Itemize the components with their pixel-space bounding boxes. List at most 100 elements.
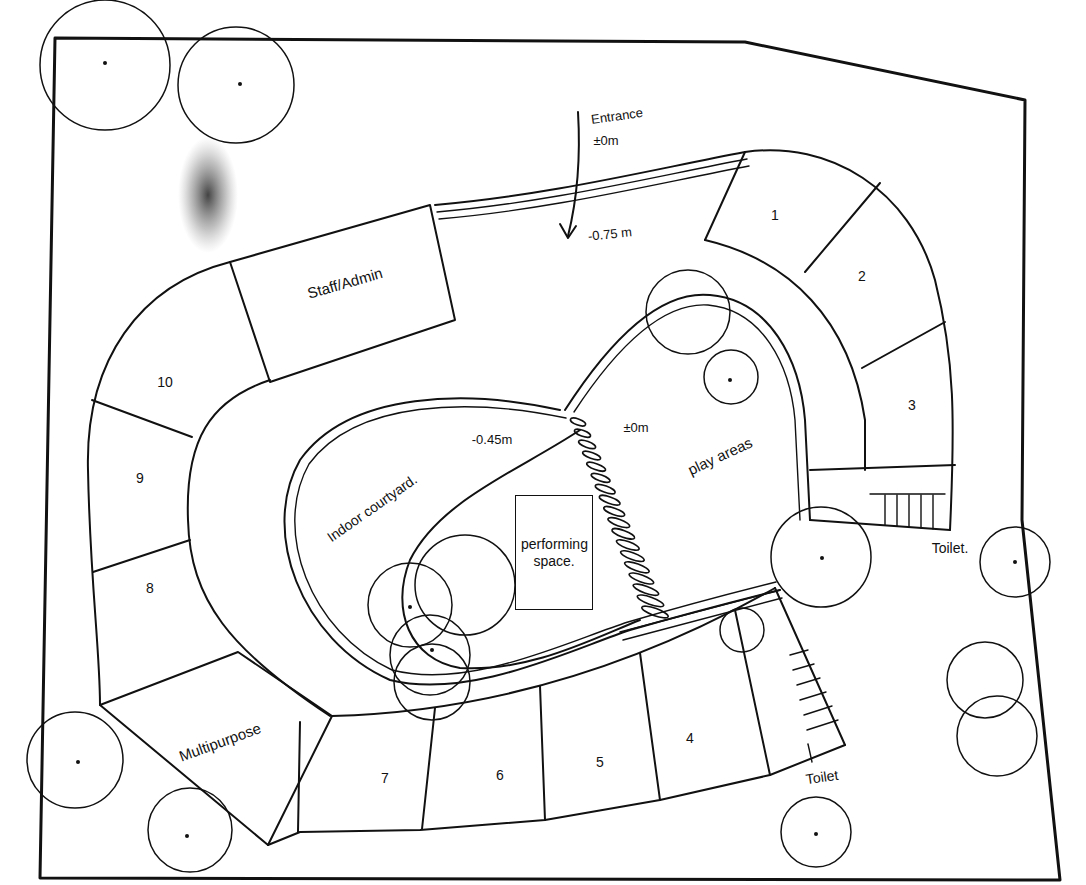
- toilet-pointer: [808, 744, 812, 762]
- room-divider: [862, 322, 945, 368]
- step: [611, 527, 636, 541]
- room-label: Staff/Admin: [305, 264, 384, 302]
- toilet: Toilet.: [905, 534, 995, 562]
- room-label: Toilet: [805, 767, 840, 787]
- room: 4: [650, 700, 730, 770]
- corridor-line: [620, 590, 780, 632]
- tree: [980, 527, 1050, 597]
- step: [569, 416, 586, 427]
- room: 6: [450, 735, 540, 805]
- play-area-wall: [574, 305, 800, 520]
- tree-centre: [408, 605, 412, 609]
- room-divider: [422, 708, 435, 829]
- entrance-arrow: [568, 112, 579, 236]
- room-label: 7: [381, 770, 389, 786]
- room: 3: [880, 370, 940, 440]
- room-label: 3: [908, 397, 916, 413]
- toilet-wall: [810, 520, 950, 530]
- fixture-line: [793, 664, 814, 670]
- room: 2: [820, 240, 900, 310]
- tree: [771, 507, 871, 607]
- room: 9: [105, 450, 175, 510]
- tree: [394, 644, 470, 720]
- ink-smudge: [178, 137, 238, 253]
- entrance-label: Entrance: [590, 105, 644, 127]
- tree: [720, 608, 764, 652]
- courtyard-inner-wall: [402, 430, 640, 668]
- step: [598, 493, 621, 507]
- entrance-wall: [437, 159, 747, 212]
- fixture-line: [790, 650, 808, 655]
- toilet-fixtures: [870, 494, 945, 529]
- room-label: 4: [686, 730, 694, 746]
- fixture-line: [797, 678, 820, 685]
- fixture-line: [870, 493, 945, 494]
- step: [603, 505, 626, 519]
- room-label: 8: [146, 580, 154, 596]
- level-label: -0.75 m: [587, 224, 632, 244]
- room-label: 2: [858, 268, 866, 284]
- tree: [947, 642, 1023, 718]
- entrance-wall: [439, 166, 749, 219]
- toilet: Toilet: [775, 764, 865, 790]
- ring-outer-wall: [88, 262, 230, 705]
- bottom-row-outer-wall: [268, 745, 845, 845]
- play-area: ±0m play areas: [612, 330, 812, 570]
- fixture-line: [807, 720, 838, 730]
- room-label: Toilet.: [932, 540, 969, 556]
- multipurpose-room: Multipurpose: [130, 690, 310, 800]
- tree-centres: [76, 61, 1017, 838]
- corridor-line: [623, 598, 782, 640]
- tree-centre: [185, 834, 189, 838]
- tree-centre: [430, 648, 434, 652]
- room-label: ±0m: [623, 421, 648, 436]
- room: 1: [730, 180, 820, 250]
- tree-centre: [1013, 560, 1017, 564]
- room-label: Indoor courtyard.: [324, 471, 420, 545]
- room-divider: [640, 653, 660, 800]
- room: 10: [130, 350, 210, 420]
- fixture-line: [908, 495, 909, 527]
- room-label: 10: [157, 374, 173, 390]
- site-boundary: [40, 38, 1060, 880]
- room: 8: [110, 560, 190, 620]
- fixture-line: [896, 495, 897, 526]
- room-divider: [93, 540, 190, 572]
- tree: [27, 712, 123, 808]
- room: 5: [555, 720, 635, 790]
- room: 7: [310, 740, 420, 810]
- room-label: 9: [136, 470, 144, 486]
- tree-centre: [820, 556, 824, 560]
- room-divider: [540, 686, 545, 820]
- room-label: performing space.: [521, 536, 587, 570]
- courtyard-outer-wall: [284, 398, 780, 684]
- tree: [148, 788, 232, 872]
- tree: [781, 797, 851, 867]
- tree: [178, 27, 294, 143]
- step: [594, 483, 616, 496]
- right-block-outer-wall: [745, 150, 953, 530]
- room-divider: [810, 465, 955, 470]
- tree-centre: [76, 760, 80, 764]
- tree-centre: [238, 82, 242, 86]
- room-label: -0.45m: [472, 433, 512, 448]
- tree-centre: [728, 378, 732, 382]
- room-label: play areas: [685, 434, 755, 479]
- tree: [368, 563, 452, 647]
- tree: [957, 696, 1037, 776]
- room-divider: [705, 152, 745, 240]
- bottom-row-end-wall: [775, 588, 845, 745]
- tree: [415, 535, 515, 635]
- room-label: 1: [771, 207, 779, 223]
- admin-room: Staff/Admin: [290, 240, 410, 320]
- tree: [646, 270, 730, 354]
- step: [573, 427, 591, 438]
- step: [607, 516, 631, 530]
- courtyard-outer-wall: [295, 407, 776, 675]
- fixture-line: [920, 495, 921, 528]
- room-label: Multipurpose: [177, 719, 264, 765]
- fixture-line: [932, 495, 933, 529]
- step: [623, 560, 650, 575]
